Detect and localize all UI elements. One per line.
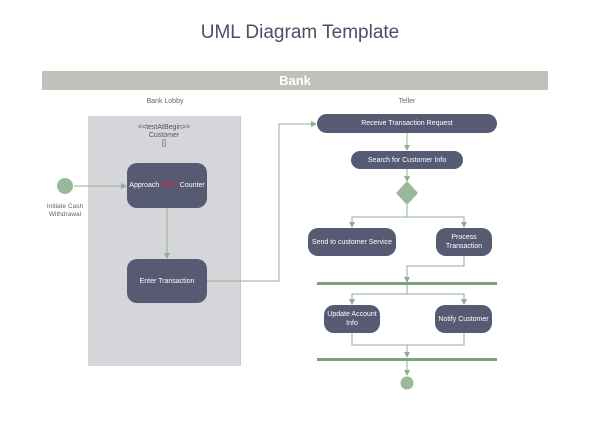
activity-approach-teller-counter[interactable]: Approach Teller Counter (127, 163, 207, 208)
connector-fork-notify (407, 293, 467, 305)
connector-decision-send (349, 205, 408, 228)
approach-text: Approach (129, 182, 162, 189)
activity-update-account-info[interactable]: Update Account Info (324, 305, 380, 333)
end-node (400, 376, 414, 390)
teller-highlight-text: Teller (161, 182, 178, 189)
stereotype-label: <<testAtBegin>> (137, 124, 191, 131)
counter-text: Counter (177, 182, 205, 189)
connector-fork-update (349, 285, 408, 305)
connector-process-fork (404, 256, 465, 283)
join-bar (317, 358, 497, 361)
connector-decision-process (407, 216, 467, 228)
pool-header-bank[interactable]: Bank (42, 71, 548, 90)
activity-send-to-customer-service[interactable]: Send to customer Service (308, 228, 396, 256)
lane-label-bank-lobby: Bank Lobby (146, 98, 184, 105)
activity-notify-customer[interactable]: Notify Customer (435, 305, 492, 333)
diagram-title: UML Diagram Template (200, 22, 400, 43)
connector-update-join (351, 333, 465, 346)
lane-label-teller: Teller (398, 98, 416, 105)
customer-lane-header: <<testAtBegin>> Customer [] (88, 124, 240, 148)
start-node-label: Initiate Cash Withdrawal (46, 203, 84, 218)
connector-enter-receive (207, 121, 317, 282)
activity-search-customer-info[interactable]: Search for Customer Info (351, 151, 463, 169)
activity-enter-transaction[interactable]: Enter Transaction (127, 259, 207, 303)
customer-label: Customer (148, 132, 180, 139)
decision-diamond (396, 181, 418, 205)
activity-process-transaction[interactable]: Process Transaction (436, 228, 492, 256)
start-node (57, 178, 73, 194)
customer-swimlane[interactable] (88, 116, 241, 366)
activity-receive-transaction-request[interactable]: Receive Transaction Request (317, 114, 497, 133)
brackets-label: [] (162, 140, 166, 147)
fork-bar (317, 282, 497, 285)
